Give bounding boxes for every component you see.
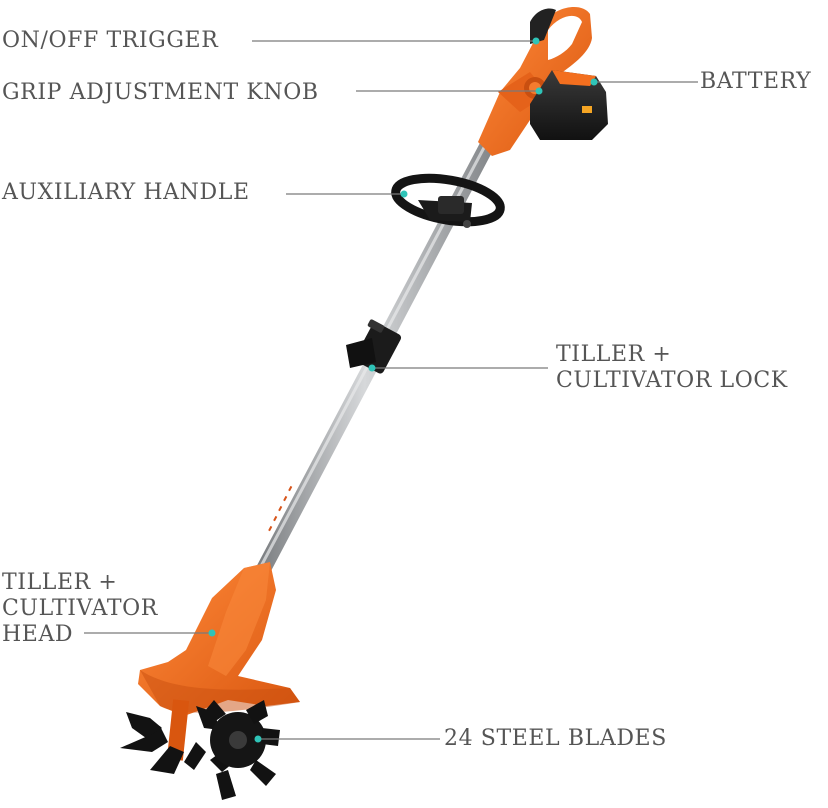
leader-lines [84,40,698,740]
label-tiller-head: TILLER + CULTIVATOR HEAD [2,570,158,648]
marker-trigger [532,37,540,45]
battery-pack [530,70,608,140]
label-head-line3: HEAD [2,622,74,647]
label-aux-handle-text: AUXILIARY HANDLE [2,180,250,205]
label-cultivator-lock: TILLER + CULTIVATOR LOCK [556,342,788,394]
auxiliary-handle [391,173,505,228]
marker-lock [368,364,376,372]
tiller-head [138,562,300,761]
label-lock-line1: TILLER + [556,342,672,367]
label-lock-line2: CULTIVATOR LOCK [556,368,788,393]
cultivator-lock-clamp [346,319,402,374]
label-grip-adjustment-knob: GRIP ADJUSTMENT KNOB [2,80,319,106]
marker-knob [535,87,543,95]
marker-aux-handle [400,190,408,198]
steel-blades [120,700,280,800]
label-blades-text: 24 STEEL BLADES [444,726,667,751]
handle-assembly [478,7,592,156]
label-trigger-text: ON/OFF TRIGGER [2,28,219,53]
label-steel-blades: 24 STEEL BLADES [444,726,667,752]
marker-head [208,629,216,637]
marker-battery [590,78,598,86]
label-on-off-trigger: ON/OFF TRIGGER [2,28,218,54]
label-battery-text: BATTERY [700,69,812,94]
label-battery: BATTERY [700,69,811,95]
trigger-switch [530,8,556,44]
marker-blades [254,735,262,743]
label-head-line2: CULTIVATOR [2,596,158,621]
callout-markers [208,37,598,743]
label-head-line1: TILLER + [2,570,118,595]
label-knob-text: GRIP ADJUSTMENT KNOB [2,80,319,105]
label-auxiliary-handle: AUXILIARY HANDLE [2,180,250,206]
